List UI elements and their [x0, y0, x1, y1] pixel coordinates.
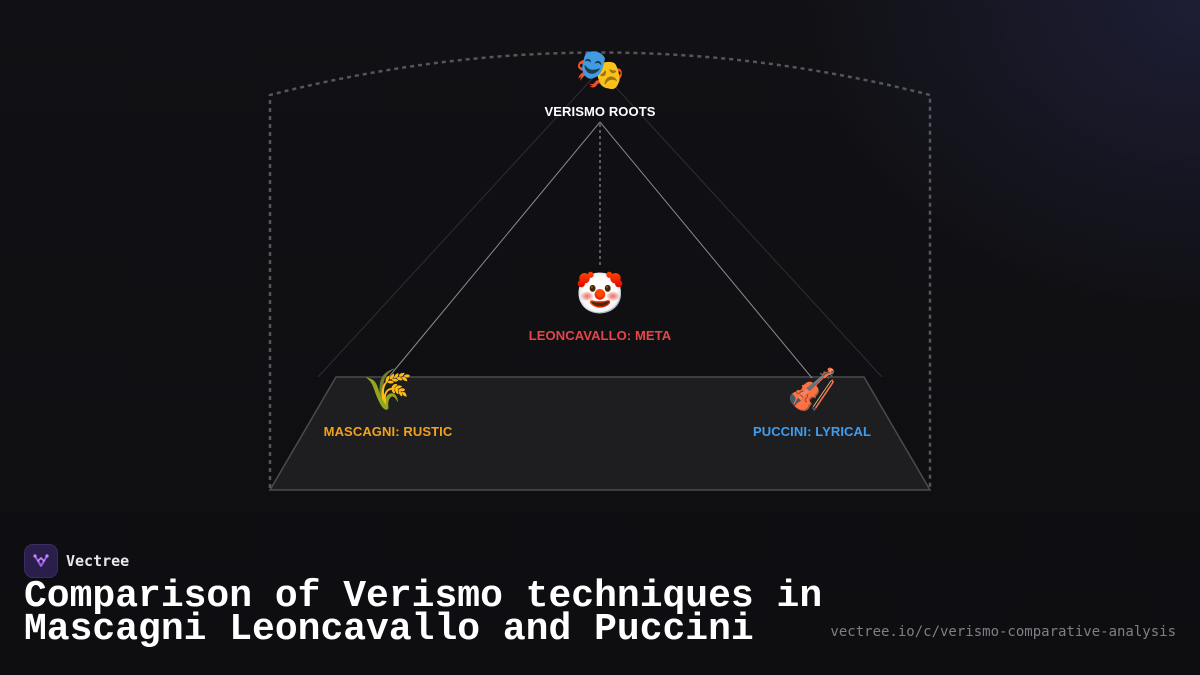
node-label-verismo-roots: VERISMO ROOTS: [544, 104, 656, 119]
source-url[interactable]: vectree.io/c/verismo-comparative-analysi…: [830, 624, 1176, 640]
stage-floor: [268, 376, 932, 491]
node-label-puccini: PUCCINI: LYRICAL: [752, 424, 872, 439]
connector-roots-puccini: [599, 121, 813, 379]
node-leoncavallo: 🤡 LEONCAVALLO: META: [529, 270, 672, 343]
node-label-mascagni: MASCAGNI: RUSTIC: [323, 424, 453, 439]
sheaf-of-rice-icon: 🌾: [363, 367, 413, 413]
perspective-line-right: [599, 69, 883, 378]
violin-icon: 🎻: [787, 367, 837, 413]
node-verismo-roots: 🎭 VERISMO ROOTS: [544, 46, 655, 119]
vectree-logo-icon: [24, 544, 58, 578]
node-mascagni: 🌾 MASCAGNI: RUSTIC: [324, 366, 453, 439]
connector-roots-mascagni: [387, 121, 601, 379]
node-label-leoncavallo: LEONCAVALLO: META: [528, 328, 672, 343]
brand-name: Vectree: [66, 552, 130, 570]
perspective-line-left: [317, 69, 601, 378]
page-title: Comparison of Verismo techniques in Masc…: [24, 575, 823, 651]
performing-arts-masks-icon: 🎭: [575, 47, 625, 93]
node-puccini: 🎻 PUCCINI: LYRICAL: [753, 366, 871, 439]
clown-face-icon: 🤡: [575, 271, 625, 317]
brand[interactable]: Vectree: [24, 544, 129, 578]
